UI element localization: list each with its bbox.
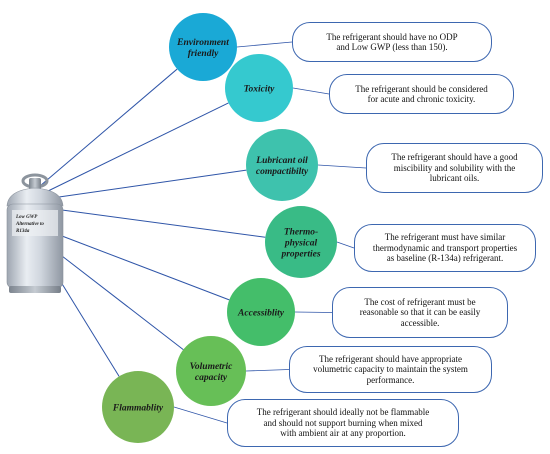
bubble-label-line: physical: [284, 239, 318, 249]
description-environment: The refrigerant should have no ODP and L…: [292, 22, 492, 62]
bubble-label-accessibility: Accessiblity: [237, 309, 285, 319]
link-thermo: [336, 241, 355, 249]
bubble-label-line: Volumetric: [190, 362, 234, 372]
link-toxicity: [292, 87, 330, 95]
bubble-label-line: compactibilty: [256, 167, 309, 177]
connector-lines: [39, 68, 266, 377]
description-toxicity: The refrigerant should be considered for…: [329, 74, 514, 114]
bubble-label-line: Lubricant oil: [255, 156, 308, 166]
refrigerant-cylinder: Low GWP Alternative to R134a: [6, 173, 64, 293]
connector-environment: [39, 68, 178, 187]
cylinder-label-area: [12, 210, 58, 236]
link-accessibility: [294, 311, 333, 313]
connector-volumetric: [61, 255, 184, 351]
description-text: The refrigerant should have a good misci…: [391, 152, 518, 184]
link-lubricant: [317, 164, 367, 169]
description-text: The cost of refrigerant must be reasonab…: [359, 296, 481, 328]
link-volumetric: [245, 369, 290, 372]
link-environment: [236, 41, 293, 48]
cylinder-shoulder: [6, 187, 64, 207]
link-flammability: [173, 406, 228, 424]
connector-lubricant: [51, 169, 247, 199]
cylinder-valve: [29, 178, 41, 190]
description-accessibility: The cost of refrigerant must be reasonab…: [332, 287, 508, 338]
cylinder-base: [9, 286, 61, 293]
bubble-label-flammability: Flammablity: [112, 404, 164, 414]
connector-toxicity: [45, 102, 229, 193]
bubble-label-line: properties: [280, 250, 320, 260]
bubble-label-line: Accessiblity: [237, 309, 285, 319]
bubble-label-line: Thermo-: [284, 228, 318, 238]
bubble-toxicity: Toxicity: [225, 54, 293, 122]
description-text: The refrigerant should have no ODP and L…: [326, 31, 458, 53]
description-text: The refrigerant should have appropriate …: [313, 353, 468, 385]
description-lubricant: The refrigerant should have a good misci…: [366, 143, 543, 193]
bubble-circle-flammability: [102, 371, 174, 443]
bubble-accessibility: Accessiblity: [227, 278, 295, 346]
connector-flammability: [55, 273, 120, 377]
bubble-circle-volumetric: [176, 336, 246, 406]
description-flammability: The refrigerant should ideally not be fl…: [227, 399, 459, 447]
bubble-circle-thermo: [265, 206, 337, 278]
cylinder-label-line: Low GWP: [15, 215, 38, 220]
description-text: The refrigerant must have similar thermo…: [372, 232, 518, 264]
cylinder-label-line: Alternative to: [15, 222, 44, 227]
cylinder-label: Low GWP Alternative to R134a: [15, 215, 44, 234]
bubble-label-line: capacity: [195, 373, 228, 383]
bubble-label-line: Environment: [176, 38, 229, 48]
description-volumetric: The refrigerant should have appropriate …: [289, 346, 492, 393]
connector-thermo: [61, 209, 266, 238]
bubble-label-toxicity: Toxicity: [244, 85, 276, 95]
description-text: The refrigerant should ideally not be fl…: [256, 407, 430, 439]
bubble-circle-accessibility: [227, 278, 295, 346]
connector-accessibility: [61, 235, 230, 301]
bubble-circle-lubricant: [246, 129, 318, 201]
bubble-circle-environment: [169, 13, 237, 81]
bubble-flammability: Flammablity: [102, 371, 174, 443]
bubble-label-line: Flammablity: [112, 404, 164, 414]
cylinder-label-line: R134a: [16, 229, 30, 234]
description-text: The refrigerant should be considered for…: [355, 83, 488, 105]
bubble-circle-toxicity: [225, 54, 293, 122]
bubble-to-description-links: [173, 41, 367, 424]
bubble-label-line: Toxicity: [244, 85, 276, 95]
description-thermo: The refrigerant must have similar thermo…: [354, 224, 536, 272]
bubble-label-line: friendly: [188, 49, 219, 59]
